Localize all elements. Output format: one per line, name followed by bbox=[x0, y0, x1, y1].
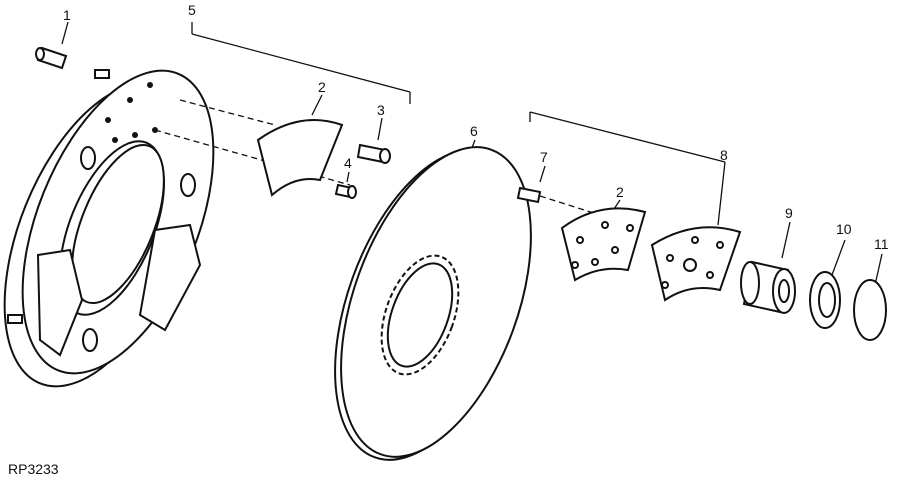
callout-2-right: 2 bbox=[616, 184, 624, 200]
callout-7: 7 bbox=[540, 149, 548, 165]
callout-11: 11 bbox=[874, 236, 889, 252]
part-2-lining-segment-left bbox=[256, 94, 344, 197]
callout-1: 1 bbox=[63, 7, 71, 23]
callout-6: 6 bbox=[470, 123, 478, 139]
part-5-clutch-plate bbox=[3, 69, 215, 388]
figure-code: RP3233 bbox=[8, 461, 59, 477]
part-11-snap-ring bbox=[853, 253, 887, 341]
part-6-friction-disc bbox=[334, 139, 532, 461]
part-4-screw bbox=[334, 171, 357, 199]
part-3-bolt bbox=[356, 117, 391, 164]
callout-3: 3 bbox=[377, 102, 385, 118]
part-1-pin bbox=[35, 21, 69, 70]
callout-5: 5 bbox=[188, 2, 196, 18]
callout-10: 10 bbox=[836, 221, 852, 237]
callout-4: 4 bbox=[344, 155, 352, 171]
part-7-bolt bbox=[516, 165, 601, 216]
part-2-lining-segment-right bbox=[560, 199, 647, 282]
callout-2-left: 2 bbox=[318, 79, 326, 95]
callout-9: 9 bbox=[785, 205, 793, 221]
part-9-bushing bbox=[740, 221, 796, 314]
bracket-8 bbox=[529, 111, 726, 226]
part-10-washer bbox=[809, 239, 846, 329]
part-8-plate bbox=[650, 226, 742, 302]
callout-8: 8 bbox=[720, 147, 728, 163]
bracket-5 bbox=[154, 22, 411, 186]
